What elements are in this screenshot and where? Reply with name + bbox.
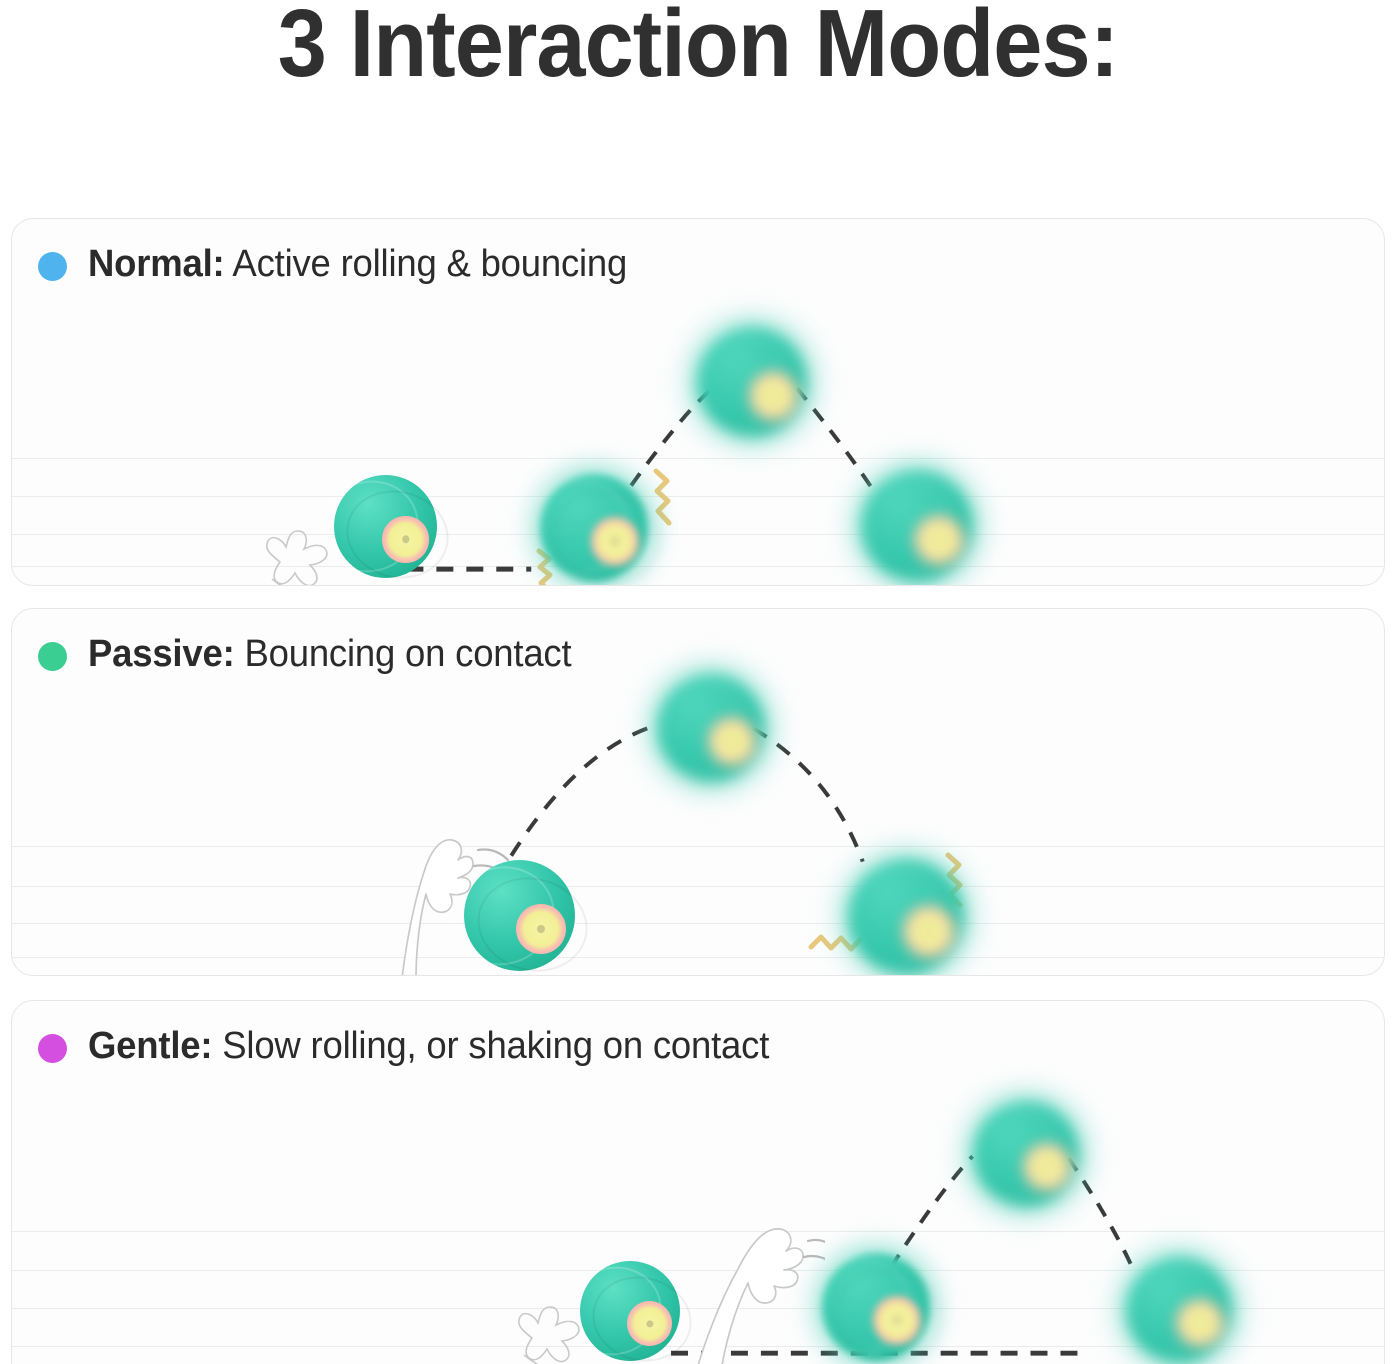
ball-gentle-1: [554, 1254, 701, 1364]
ball-normal-1: [308, 468, 459, 585]
mode-dot-icon-gentle: [38, 1034, 67, 1063]
ball-passive-1: [435, 852, 598, 975]
ball-normal-3: [669, 319, 807, 445]
ball-gentle-4: [1099, 1249, 1232, 1364]
mode-dot-icon-normal: [38, 252, 67, 281]
mode-name-passive: Passive:: [88, 633, 235, 675]
page-title: 3 Interaction Modes:: [277, 0, 1119, 97]
ball-passive-2: [629, 666, 765, 790]
mode-header-passive: Passive: Bouncing on contact: [38, 633, 592, 676]
ball-passive-3: [818, 851, 964, 975]
mode-header-normal: Normal: Active rolling & bouncing: [38, 243, 650, 286]
mode-label-gentle: Gentle: Slow rolling, or shaking on cont…: [88, 1025, 769, 1068]
cat-paw-leg-icon-gentle: [697, 1228, 825, 1364]
ball-gentle-3: [946, 1093, 1079, 1215]
mode-desc-passive: Bouncing on contact: [244, 633, 572, 675]
mode-desc-gentle: Slow rolling, or shaking on contact: [222, 1025, 770, 1067]
mode-name-gentle: Gentle:: [88, 1025, 213, 1067]
paw-print-icon-gentle: [517, 1306, 580, 1364]
mode-header-gentle: Gentle: Slow rolling, or shaking on cont…: [38, 1025, 798, 1068]
mode-label-normal: Normal: Active rolling & bouncing: [88, 243, 627, 286]
mode-card-normal: Normal: Active rolling & bouncing: [11, 218, 1385, 586]
mode-dot-icon-passive: [38, 642, 67, 671]
ball-normal-4: [832, 462, 973, 585]
ball-normal-2: [512, 466, 671, 585]
mode-card-passive: Passive: Bouncing on contact: [11, 608, 1385, 976]
mode-label-passive: Passive: Bouncing on contact: [88, 633, 572, 676]
mode-name-normal: Normal:: [88, 243, 225, 285]
ball-gentle-2: [794, 1245, 953, 1364]
mode-card-gentle: Gentle: Slow rolling, or shaking on cont…: [11, 1000, 1385, 1364]
paw-print-icon-normal: [265, 530, 328, 585]
mode-desc-normal: Active rolling & bouncing: [232, 243, 628, 285]
